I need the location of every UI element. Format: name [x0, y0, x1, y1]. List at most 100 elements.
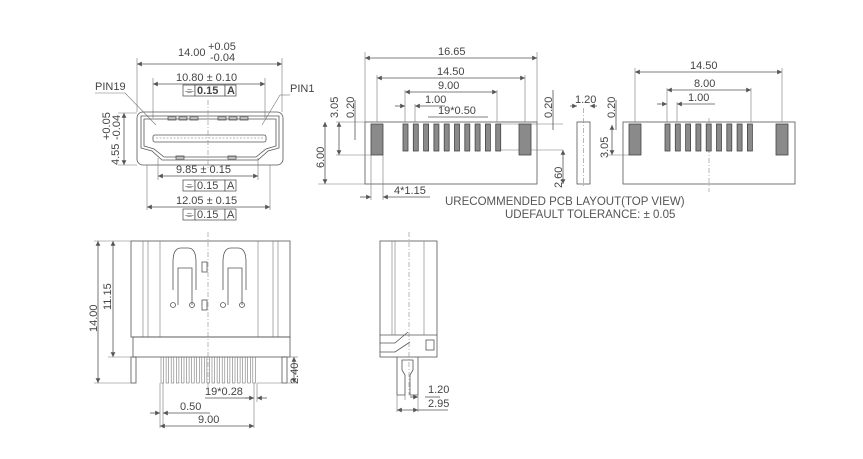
d115-dim: 4*1.15 [394, 185, 426, 197]
pin [165, 356, 170, 384]
side-strip: 1.20 [570, 94, 597, 186]
pin [211, 356, 215, 384]
side-body [379, 240, 438, 358]
pin [227, 356, 231, 384]
signal-pad [695, 123, 702, 152]
pitch1-dim: 1.00 [425, 94, 446, 106]
pin [201, 356, 205, 384]
height-dim: 14.00 [88, 304, 100, 332]
pitch-dim: 19*0.50 [438, 105, 476, 117]
datum-label: A [227, 85, 235, 97]
symmetry-icon: ⌯ [185, 209, 194, 221]
signal-pad [726, 123, 733, 152]
overall-dim: 16.65 [438, 46, 466, 58]
pcb-layout-2: 14.50 8.00 1.00 0.20 3.05 [599, 60, 796, 192]
strip-width-dim: 1.20 [575, 94, 596, 106]
signal-pad [433, 123, 440, 152]
signal-pad [705, 123, 712, 152]
pin [252, 356, 256, 384]
front-view: 14.00 +0.05 -0.04 10.80 ± 0.10 ⌯ 0.15 A … [95, 41, 314, 221]
span-dim: 14.50 [690, 60, 718, 72]
pcb-layout-note: URECOMMENDED PCB LAYOUT(TOP VIEW) [445, 196, 685, 208]
lower-width-dim: 9.85 ± 0.15 [176, 164, 231, 176]
tolerance-note: UDEFAULT TOLERANCE: ± 0.05 [505, 209, 675, 221]
mounting-pad [370, 123, 384, 156]
d305-dim: 3.05 [599, 137, 611, 158]
span-dim: 14.50 [437, 66, 465, 78]
pin-width-dim: 1.20 [428, 384, 449, 396]
pin [186, 356, 190, 384]
pin [160, 356, 164, 384]
signal-pad [484, 123, 491, 152]
pin [191, 356, 195, 384]
pins-dim: 9.00 [438, 80, 459, 92]
body-outline [130, 240, 291, 338]
bottom-view: 14.00 11.15 2.40 19*0.28 0.50 9.00 [88, 232, 301, 429]
lower-sym-value: 0.15 [197, 180, 218, 192]
datum-label: A [227, 180, 235, 192]
pin [196, 356, 200, 384]
pin [206, 356, 210, 384]
d020-dim: 0.20 [606, 97, 618, 118]
pcb-layout-1: 16.65 14.50 9.00 1.00 19*0.50 3.05 0.20 … [315, 46, 566, 200]
signal-pad [736, 123, 743, 152]
signal-pad [474, 123, 481, 152]
width-dim: 14.00 [178, 47, 206, 59]
inner-width-dim: 10.80 ± 0.10 [176, 72, 237, 84]
pcb-outline [364, 121, 538, 185]
width-tol-plus: +0.05 [208, 41, 236, 53]
signal-pad [664, 123, 671, 152]
pin [170, 356, 175, 384]
pin [247, 356, 251, 384]
pin-array [160, 356, 256, 384]
pin19-label: PIN19 [95, 81, 126, 93]
pin [176, 356, 180, 384]
offset-dim: 0.50 [180, 401, 201, 413]
datum-label: A [227, 209, 235, 221]
signal-pad [495, 123, 502, 152]
d260-dim: 2.60 [553, 167, 565, 188]
signal-pad [423, 123, 430, 152]
mounting-pad [775, 123, 789, 156]
mounting-pad [628, 123, 642, 156]
pin1-label: PIN1 [290, 83, 314, 95]
signal-pad [716, 123, 722, 152]
side-view: 1.20 2.95 [379, 232, 449, 413]
signal-pad [747, 123, 753, 152]
signal-pad [454, 123, 460, 152]
d305-dim: 3.05 [329, 97, 341, 118]
pin [221, 356, 226, 384]
pin-pitch-dim: 19*0.28 [205, 386, 243, 398]
d020-right-dim: 0.20 [543, 97, 555, 118]
d020-left-dim: 0.20 [345, 97, 357, 118]
pin [237, 356, 241, 384]
signal-pad [464, 123, 471, 152]
bottom-sym-value: 0.15 [197, 209, 218, 221]
signal-pad [402, 123, 409, 152]
d600-dim: 6.00 [315, 147, 327, 168]
pin [242, 356, 246, 384]
signal-pad [674, 123, 681, 152]
pin [181, 356, 185, 384]
pin [232, 356, 236, 384]
symmetry-icon: ⌯ [185, 85, 194, 97]
inner-sym-value: 0.15 [197, 85, 218, 97]
width-tol-minus: -0.04 [210, 52, 235, 64]
height-tol-plus: +0.05 [101, 112, 113, 140]
pitch1-dim: 1.00 [688, 92, 709, 104]
pin-length-dim: 2.40 [289, 363, 301, 384]
height-dim: 4.55 [110, 144, 122, 165]
signal-pad [685, 123, 691, 152]
pin [216, 356, 221, 384]
height-tol-minus: -0.04 [111, 115, 123, 140]
span-dim: 2.95 [428, 398, 449, 410]
pins-dim: 8.00 [694, 78, 715, 90]
bottom-width-dim: 12.05 ± 0.15 [176, 195, 237, 207]
signal-pad [443, 123, 450, 152]
symmetry-icon: ⌯ [185, 180, 194, 192]
mounting-pad [518, 123, 532, 156]
body-dim: 11.15 [102, 283, 114, 310]
connector-outline [136, 111, 284, 166]
